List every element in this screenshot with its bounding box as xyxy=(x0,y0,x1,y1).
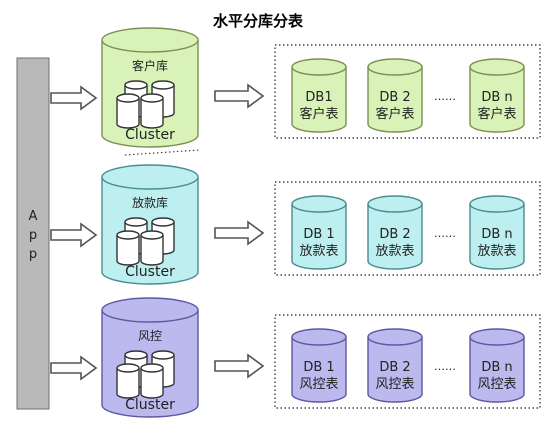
cluster-db-name: 客户库 xyxy=(132,58,168,73)
shard-db-cylinder xyxy=(367,328,423,403)
shard-db-3: DB n 放款表 xyxy=(469,195,525,270)
shard-ellipsis: …… xyxy=(434,90,456,103)
shard-db-2: DB 2 放款表 xyxy=(367,195,423,270)
shard-db-2: DB 2 风控表 xyxy=(367,328,423,403)
app-to-cluster-arrow xyxy=(50,355,98,381)
shard-db-cylinder xyxy=(367,58,423,133)
shard-db-1: DB 1 放款表 xyxy=(291,195,347,270)
shard-table-label: 风控表 xyxy=(299,377,338,392)
cluster-node-icon xyxy=(140,93,164,129)
cluster-db-name: 风控 xyxy=(138,329,162,343)
cluster-label: Cluster xyxy=(125,397,175,413)
shard-db-label: DB1 xyxy=(305,90,332,105)
row-risk: 风控 Cluster DB 1 风控表 DB 2 风控表 DB n 风控表 …… xyxy=(50,297,541,418)
row-loan: 放款库 Cluster DB 1 放款表 DB 2 放款表 DB n 放款表 …… xyxy=(50,164,541,285)
shard-db-label: DB 2 xyxy=(379,360,410,375)
shard-ellipsis: …… xyxy=(434,227,456,240)
cluster-node-icon xyxy=(116,363,140,399)
row-separator xyxy=(124,149,201,156)
app-to-cluster-arrow xyxy=(50,222,98,248)
shard-db-cylinder xyxy=(469,195,525,270)
cluster-to-shards-arrow xyxy=(214,220,265,246)
app-label-char: p xyxy=(29,247,37,262)
shard-db-label: DB 1 xyxy=(303,227,334,242)
shard-db-label: DB 1 xyxy=(303,360,334,375)
shard-table-label: 放款表 xyxy=(375,244,414,259)
shard-db-3: DB n 风控表 xyxy=(469,328,525,403)
cluster-to-shards-arrow xyxy=(214,83,265,109)
shard-table-label: 风控表 xyxy=(477,377,516,392)
cluster-node-icon xyxy=(116,93,140,129)
cluster-node-icon xyxy=(140,363,164,399)
app-to-cluster-arrow xyxy=(50,85,98,111)
shard-db-cylinder xyxy=(291,195,347,270)
shard-db-1: DB 1 风控表 xyxy=(291,328,347,403)
app-bar: App xyxy=(16,57,50,410)
app-label-char: A xyxy=(29,209,38,224)
shard-table-label: 放款表 xyxy=(477,244,516,259)
cluster-label: Cluster xyxy=(125,264,175,280)
cluster-to-shards-arrow xyxy=(214,353,265,379)
shard-group-border xyxy=(274,314,541,409)
shard-table-label: 客户表 xyxy=(299,106,338,122)
cluster-node-icon xyxy=(116,230,140,266)
shard-ellipsis: …… xyxy=(434,360,456,373)
cluster-label: Cluster xyxy=(125,127,175,143)
shard-table-label: 客户表 xyxy=(375,106,414,122)
shard-group-border xyxy=(274,44,541,139)
shard-db-cylinder xyxy=(291,328,347,403)
shard-db-label: DB 2 xyxy=(379,90,410,105)
shard-db-cylinder xyxy=(291,58,347,133)
shard-db-cylinder xyxy=(469,328,525,403)
cluster-node-icon xyxy=(140,230,164,266)
shard-db-label: DB n xyxy=(481,227,512,242)
shard-table-label: 客户表 xyxy=(477,106,516,122)
shard-db-label: DB n xyxy=(481,90,512,105)
shard-group-border xyxy=(274,181,541,276)
app-label-char: p xyxy=(29,228,37,243)
diagram-title: 水平分库分表 xyxy=(213,12,304,30)
shard-table-label: 风控表 xyxy=(375,377,414,392)
cluster-db-name: 放款库 xyxy=(132,195,168,210)
shard-db-cylinder xyxy=(469,58,525,133)
shard-db-label: DB 2 xyxy=(379,227,410,242)
shard-db-label: DB n xyxy=(481,360,512,375)
shard-db-cylinder xyxy=(367,195,423,270)
shard-table-label: 放款表 xyxy=(299,244,338,259)
app-bar-rect xyxy=(16,57,50,410)
